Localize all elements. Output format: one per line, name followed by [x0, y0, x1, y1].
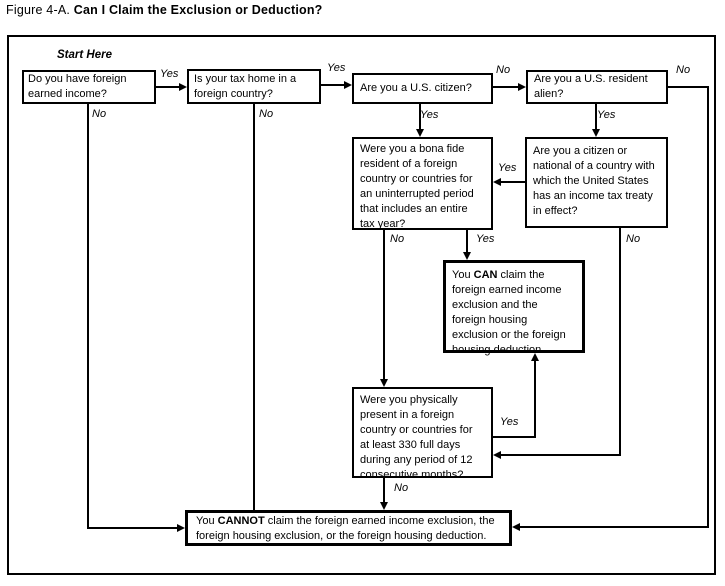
connector-treaty-no-v [619, 227, 621, 456]
arrowhead-into-physical-right [493, 451, 501, 459]
label-yes-q1: Yes [160, 68, 179, 80]
label-no-q2: No [259, 108, 274, 120]
decision-box-tax-home: Is your tax home in a foreign country? [187, 69, 321, 104]
label-yes-physical: Yes [500, 416, 519, 428]
decision-box-us-citizen: Are you a U.S. citizen? [352, 73, 493, 104]
label-yes-q2: Yes [327, 62, 346, 74]
connector-q4-no-to-cannot [519, 526, 709, 528]
label-no-q1: No [92, 108, 107, 120]
decision-box-resident-alien: Are you a U.S. resident alien? [526, 70, 668, 104]
connector-q3-yes-v [419, 103, 421, 131]
label-yes-treaty: Yes [498, 162, 517, 174]
connector-bonafide-no-v [383, 229, 385, 381]
arrowhead-into-bona-fide-right [493, 178, 501, 186]
label-no-treaty: No [626, 233, 641, 245]
connector-physical-yes-v [534, 359, 536, 438]
cannot-claim-text-pre: You [196, 515, 218, 527]
connector-q2-yes [321, 84, 345, 86]
label-no-q4: No [676, 64, 691, 76]
connector-bonafide-yes-v [466, 229, 468, 254]
arrowhead-into-physical-top [380, 379, 388, 387]
arrowhead-into-can-top [463, 252, 471, 260]
arrowhead-into-bona-fide-top [416, 129, 424, 137]
connector-q2-no-to-cannot [253, 103, 255, 510]
start-here-label: Start Here [57, 49, 112, 61]
decision-box-foreign-earned-income: Do you have foreign earned income? [22, 70, 156, 104]
connector-q3-no [493, 86, 519, 88]
connector-physical-no-v [383, 477, 385, 504]
can-claim-text-bold: CAN [473, 269, 498, 281]
connector-physical-yes-h [492, 436, 536, 438]
decision-box-bona-fide-residence: Were you a bona fide resident of a forei… [352, 137, 493, 230]
connector-q1-yes [156, 86, 180, 88]
label-yes-q3: Yes [420, 109, 439, 121]
connector-treaty-no-h [500, 454, 621, 456]
figure-title-text: Can I Claim the Exclusion or Deduction? [73, 3, 323, 17]
figure-number: Figure 4-A. [6, 3, 71, 17]
arrowhead-into-cannot-left [177, 524, 185, 532]
connector-q1-no-to-cannot [88, 527, 178, 529]
connector-q4-no-v [707, 86, 709, 528]
decision-box-tax-treaty: Are you a citizen or national of a count… [525, 137, 668, 228]
arrowhead-into-can-bottom [531, 353, 539, 361]
label-no-q3: No [496, 64, 511, 76]
connector-treaty-yes [500, 181, 527, 183]
cannot-claim-text-bold: CANNOT [217, 515, 265, 527]
label-yes-q4: Yes [597, 109, 616, 121]
result-box-can-claim: You CAN claim the foreign earned income … [443, 260, 585, 356]
arrowhead-into-cannot-top [380, 502, 388, 510]
result-box-cannot-claim: You CANNOT claim the foreign earned inco… [185, 510, 512, 546]
label-no-physical: No [394, 482, 409, 494]
figure-border [7, 35, 716, 575]
arrowhead-into-tax-home [179, 83, 187, 91]
connector-q4-yes-v [595, 103, 597, 131]
arrowhead-into-resident-alien [518, 83, 526, 91]
decision-box-physical-presence: Were you physically present in a foreign… [352, 387, 493, 481]
connector-q4-no-h [668, 86, 709, 88]
connector-q1-no-v [87, 103, 89, 529]
arrowhead-into-us-citizen [344, 81, 352, 89]
can-claim-text-pre: You [452, 269, 474, 281]
cannot-claim-text-post: claim the foreign earned income exclusio… [196, 515, 495, 542]
label-yes-bona-fide: Yes [476, 233, 495, 245]
label-no-bona-fide: No [390, 233, 405, 245]
arrowhead-into-treaty-top [592, 129, 600, 137]
figure-title: Figure 4-A. Can I Claim the Exclusion or… [6, 3, 323, 17]
arrowhead-into-cannot-right [512, 523, 520, 531]
can-claim-text-post: claim the foreign earned income exclusio… [452, 269, 566, 356]
